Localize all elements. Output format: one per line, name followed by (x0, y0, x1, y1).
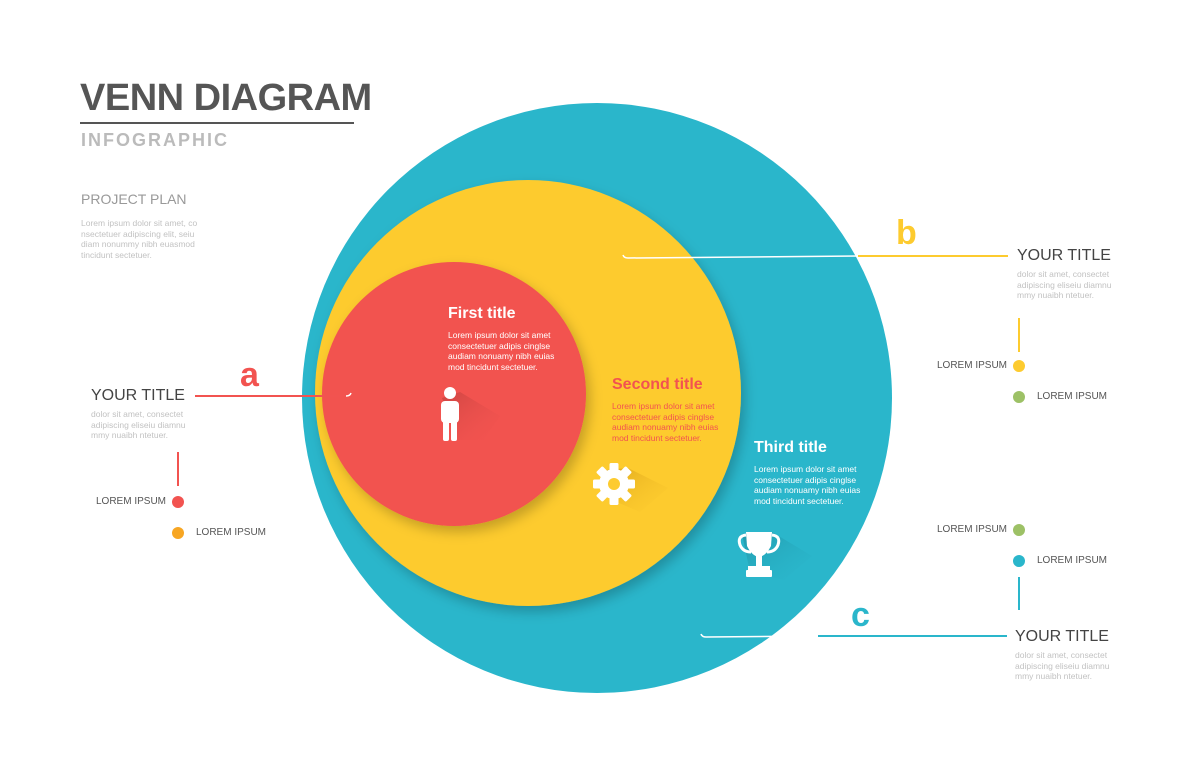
callout-a-letter: a (240, 356, 259, 394)
third-text: Lorem ipsum dolor sit amet consectetuer … (754, 464, 861, 506)
callout-a-item-2: LOREM IPSUM (196, 527, 267, 538)
first-text: Lorem ipsum dolor sit amet consectetuer … (448, 330, 555, 372)
callout-b-line (858, 255, 1020, 352)
callout-c-letter: c (851, 596, 870, 634)
gear-icon (593, 463, 635, 505)
callout-c-inner-line (705, 635, 819, 638)
project-plan-title: PROJECT PLAN (81, 191, 187, 207)
callout-a-dot-yellow (172, 527, 184, 539)
callout-b-letter: b (896, 214, 917, 252)
callout-a-title: YOUR TITLE (91, 387, 185, 404)
callout-c-line (818, 577, 1020, 637)
third-title: Third title (754, 439, 827, 456)
trophy-icon (737, 532, 781, 577)
first-title: First title (448, 305, 516, 322)
callout-a-dot-red (172, 496, 184, 508)
callout-c-item-2: LOREM IPSUM (1037, 555, 1108, 566)
callout-b-item-2: LOREM IPSUM (1037, 391, 1108, 402)
callout-a-anchor (345, 392, 352, 397)
callout-b-dot-yellow (1013, 360, 1025, 372)
second-title: Second title (612, 376, 703, 393)
callout-b-anchor (622, 254, 629, 259)
callout-a-item-1: LOREM IPSUM (96, 496, 167, 507)
callout-a-text: dolor sit amet, consectet adipiscing eli… (91, 409, 186, 441)
callout-b-inner-line (627, 255, 859, 259)
callout-c-dot-green (1013, 524, 1025, 536)
callout-b-dot-green (1013, 391, 1025, 403)
callout-c-title: YOUR TITLE (1015, 628, 1109, 645)
person-icon (441, 387, 459, 441)
callout-a-line (177, 395, 346, 486)
callout-b-item-1: LOREM IPSUM (937, 360, 1008, 371)
page-subtitle: INFOGRAPHIC (81, 130, 229, 150)
project-plan-text: Lorem ipsum dolor sit amet, co nsectetue… (81, 218, 198, 260)
callout-c-item-1: LOREM IPSUM (937, 524, 1008, 535)
callout-c-text: dolor sit amet, consectet adipiscing eli… (1015, 650, 1110, 682)
callout-b-text: dolor sit amet, consectet adipiscing eli… (1017, 269, 1112, 301)
page-title: VENN DIAGRAM (80, 77, 372, 119)
callout-c-dot-teal (1013, 555, 1025, 567)
callout-c-anchor (700, 633, 707, 638)
title-underline (80, 122, 354, 124)
second-text: Lorem ipsum dolor sit amet consectetuer … (612, 401, 719, 443)
callout-b-title: YOUR TITLE (1017, 247, 1111, 264)
